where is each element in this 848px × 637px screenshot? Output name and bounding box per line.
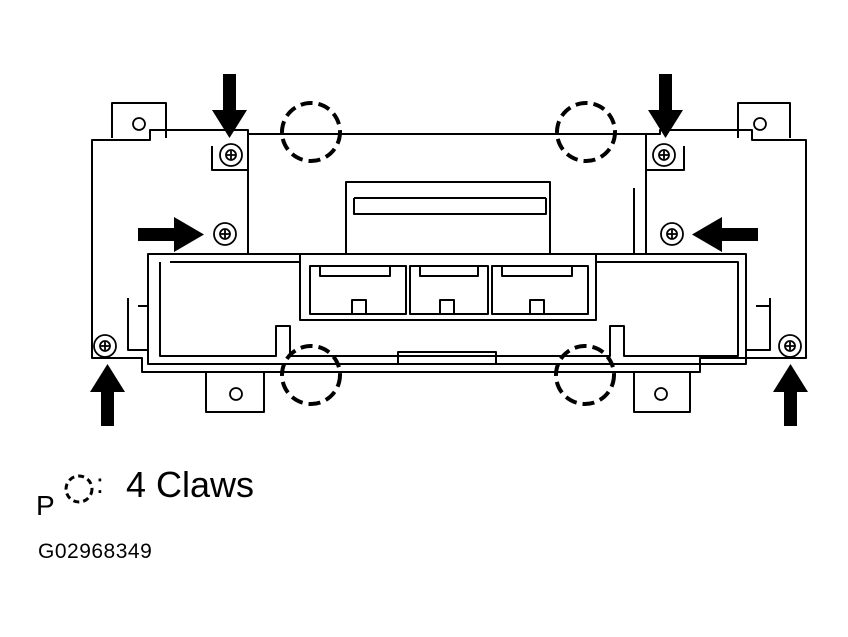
component-diagram (90, 74, 808, 426)
screw-icon (778, 334, 802, 358)
top-right-tab (737, 102, 791, 138)
top-left-tab (111, 102, 167, 138)
claw-bottom-right (554, 344, 616, 406)
tab-hole (132, 117, 146, 131)
legend-prefix: P (36, 490, 55, 521)
tab-hole (654, 387, 668, 401)
arrow-up-icon (90, 364, 125, 426)
connector-block (299, 254, 597, 321)
tab-hole (753, 117, 767, 131)
arrow-right-icon (138, 217, 204, 252)
claw-top-left (280, 101, 342, 163)
front-panel (147, 253, 747, 365)
bottom-right-tab (633, 372, 691, 413)
dashed-circle-claw-icon (64, 474, 94, 504)
screw-icon (660, 222, 684, 246)
bottom-left-tab (205, 372, 265, 413)
back-plate (91, 129, 807, 373)
arrow-up-icon (773, 364, 808, 426)
screw-icon (93, 334, 117, 358)
legend-separator: : (96, 468, 104, 499)
screw-icon (213, 222, 237, 246)
top-connector-slot (345, 181, 551, 254)
screw-icon (652, 143, 676, 167)
figure-id: G02968349 (38, 540, 153, 563)
arrow-down-icon (648, 74, 683, 138)
claw-top-right (555, 101, 617, 163)
arrow-down-icon (212, 74, 247, 138)
screws (93, 143, 802, 358)
tab-hole (229, 387, 243, 401)
claw-bottom-left (280, 344, 342, 406)
arrow-left-icon (692, 217, 758, 252)
legend-label: 4 Claws (126, 464, 255, 505)
screw-icon (219, 143, 243, 167)
